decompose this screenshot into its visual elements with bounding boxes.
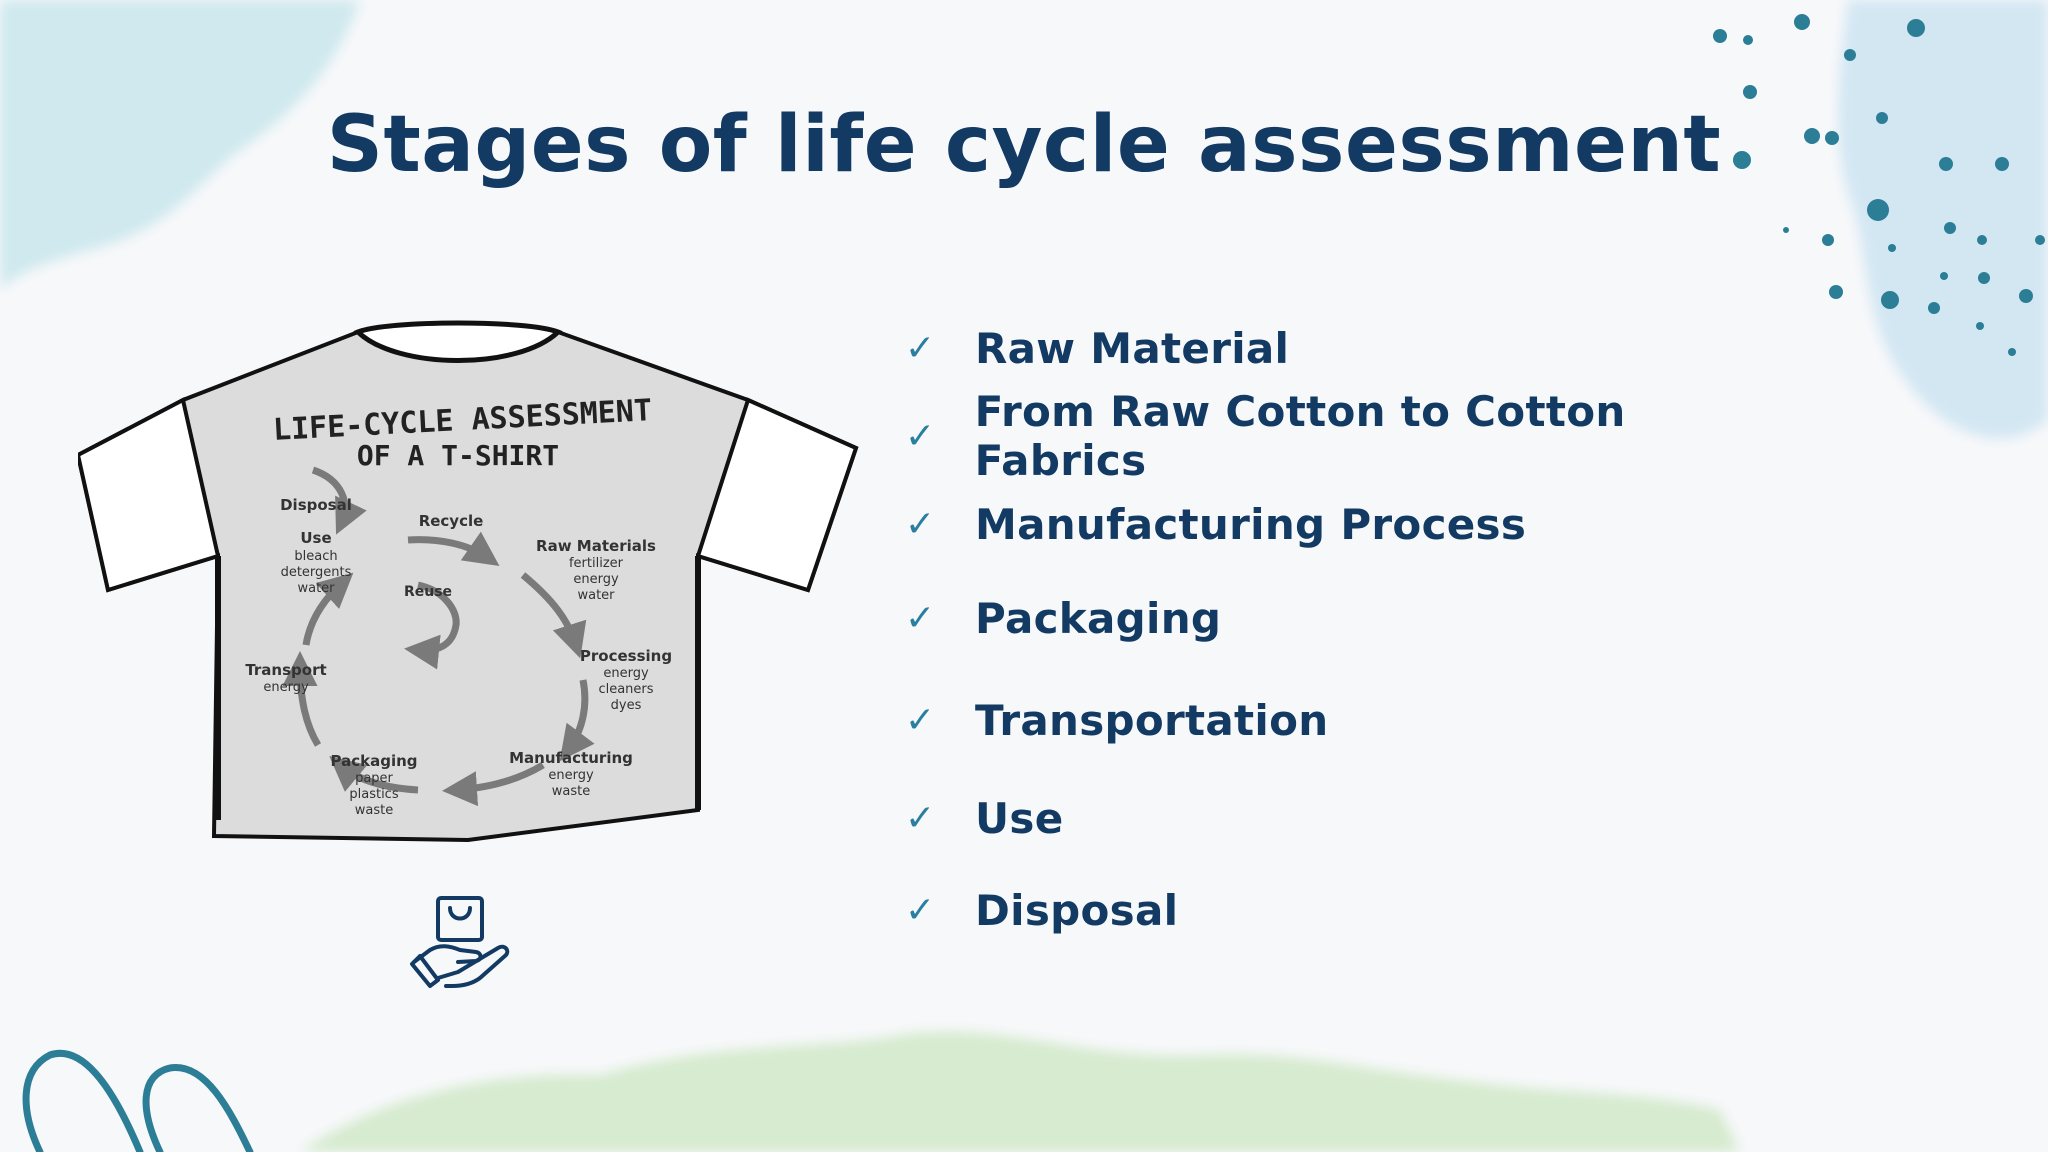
detail-manufacturing-2: waste — [552, 784, 590, 799]
check-icon: ✓ — [905, 797, 936, 839]
tshirt-left-sleeve — [78, 397, 221, 593]
detail-raw-1: fertilizer — [569, 556, 624, 571]
stage-item-packaging: ✓ Packaging — [905, 588, 1221, 648]
stage-label: Packaging — [975, 593, 1222, 643]
check-icon: ✓ — [905, 327, 936, 369]
detail-use-2: detergents — [281, 565, 352, 580]
detail-processing-3: dyes — [611, 698, 642, 713]
detail-use-1: bleach — [294, 549, 337, 564]
stage-item-transportation: ✓ Transportation — [905, 690, 1328, 750]
detail-raw-3: water — [577, 588, 615, 603]
detail-transport-1: energy — [263, 680, 309, 695]
label-transport: Transport — [245, 661, 326, 679]
hand-holding-bag-icon — [410, 896, 510, 988]
label-disposal: Disposal — [280, 496, 352, 514]
detail-packaging-3: waste — [355, 803, 393, 818]
detail-packaging-1: paper — [355, 771, 393, 786]
stage-item-manufacturing: ✓ Manufacturing Process — [905, 494, 1526, 554]
cycle-arrows — [282, 466, 595, 807]
check-icon: ✓ — [905, 415, 936, 457]
tshirt-body — [78, 321, 859, 843]
label-reuse: Reuse — [404, 584, 452, 600]
detail-processing-2: cleaners — [598, 682, 653, 697]
label-raw-materials: Raw Materials — [536, 537, 656, 555]
label-recycle: Recycle — [419, 512, 484, 530]
watercolor-top-left — [0, 0, 360, 290]
label-manufacturing: Manufacturing — [509, 749, 633, 767]
check-icon: ✓ — [905, 597, 936, 639]
label-packaging: Packaging — [331, 752, 418, 770]
check-icon: ✓ — [905, 503, 936, 545]
stage-item-disposal: ✓ Disposal — [905, 880, 1178, 940]
stage-label: Manufacturing Process — [975, 499, 1527, 549]
watercolor-bottom — [300, 1031, 1740, 1152]
label-use: Use — [300, 529, 331, 547]
stage-item-raw-material: ✓ Raw Material — [905, 318, 1289, 378]
detail-raw-2: energy — [573, 572, 619, 587]
stage-label: Disposal — [975, 885, 1179, 935]
check-icon: ✓ — [905, 699, 936, 741]
detail-packaging-2: plastics — [349, 787, 398, 802]
decorative-loops — [22, 1049, 254, 1152]
label-processing: Processing — [580, 647, 672, 665]
detail-processing-1: energy — [603, 666, 649, 681]
tshirt-heading-line2: OF A T-SHIRT — [357, 439, 559, 472]
slide-title: Stages of life cycle assessment — [326, 100, 1722, 190]
stage-label: Raw Material — [975, 323, 1290, 373]
detail-use-3: water — [297, 581, 335, 596]
stage-item-use: ✓ Use — [905, 788, 1064, 848]
tshirt-lifecycle-illustration: LIFE-CYCLE ASSESSMENT OF A T-SHIRT Dispo… — [78, 320, 859, 843]
detail-manufacturing-1: energy — [548, 768, 594, 783]
stage-label: Transportation — [975, 695, 1329, 745]
decorative-dots — [1713, 14, 2045, 356]
stage-item-raw-cotton-to-fabrics: ✓ From Raw Cotton to Cotton Fabrics — [905, 387, 1805, 485]
tshirt-right-sleeve — [695, 397, 859, 593]
stage-label: Use — [975, 793, 1064, 843]
tshirt-collar — [353, 320, 563, 363]
watercolor-top-right — [1838, 0, 2048, 439]
check-icon: ✓ — [905, 889, 936, 931]
stage-label: From Raw Cotton to Cotton Fabrics — [974, 387, 1626, 485]
